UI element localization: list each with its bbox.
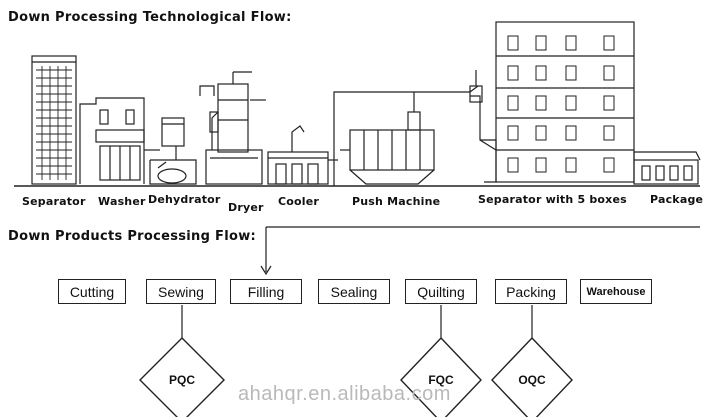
- step-cutting: Cutting: [58, 279, 126, 304]
- separator-tower-icon: [31, 55, 77, 185]
- qc-label-pqc: PQC: [168, 373, 195, 387]
- machine-label-push-machine: Push Machine: [352, 195, 441, 208]
- overhead-pipe: [250, 85, 479, 186]
- machine-label-dryer: Dryer: [228, 201, 264, 214]
- step-sewing: Sewing: [146, 279, 216, 304]
- watermark: ahahqr.en.alibaba.com: [238, 383, 451, 405]
- step-packing: Packing: [495, 279, 567, 304]
- step-warehouse: Warehouse: [580, 279, 652, 304]
- step-quilting: Quilting: [405, 279, 477, 304]
- pqc-diamond: [139, 337, 225, 417]
- fqc-diamond: [400, 336, 482, 417]
- step-sealing: Sealing: [318, 279, 390, 304]
- machine-label-separator-5-boxes: Separator with 5 boxes: [478, 193, 627, 206]
- machine-label-package: Package: [650, 193, 704, 206]
- products-flow-title: Down Products Processing Flow:: [8, 229, 257, 244]
- package-machine-icon: [633, 151, 701, 185]
- machine-label-washer: Washer: [98, 195, 146, 208]
- qc-connectors: [181, 305, 533, 338]
- flow-connector: [260, 226, 700, 276]
- qc-label-fqc: FQC: [428, 373, 454, 387]
- dehydrator-icon: [149, 117, 197, 185]
- oqc-diamond: [491, 336, 573, 417]
- machine-label-cooler: Cooler: [278, 195, 320, 208]
- push-machine-icon: [340, 111, 435, 185]
- dryer-icon: [199, 71, 263, 185]
- qc-label-oqc: OQC: [518, 373, 546, 387]
- cooler-icon: [267, 125, 338, 185]
- washer-building-icon: [79, 97, 160, 184]
- tech-flow-title: Down Processing Technological Flow:: [8, 10, 292, 25]
- step-filling: Filling: [230, 279, 302, 304]
- machine-label-dehydrator: Dehydrator: [148, 193, 221, 206]
- separator-5-boxes-icon: [469, 21, 635, 183]
- machine-label-separator: Separator: [22, 195, 86, 208]
